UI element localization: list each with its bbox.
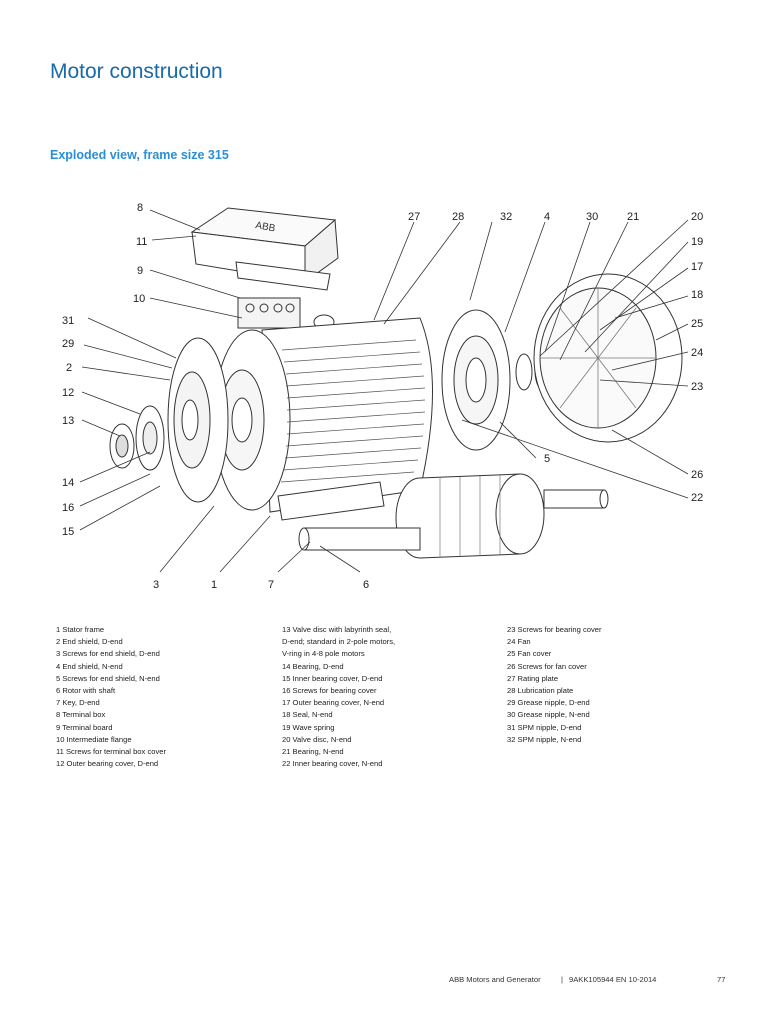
mounting-foot <box>277 481 385 521</box>
callout-23: 23 <box>691 381 703 393</box>
legend-item: 6 Rotor with shaft <box>56 686 116 696</box>
callout-1: 1 <box>211 579 217 591</box>
callout-24: 24 <box>691 347 703 359</box>
callout-5: 5 <box>544 453 550 465</box>
fan-cover <box>533 273 683 443</box>
callout-19: 19 <box>691 236 703 248</box>
callout-13: 13 <box>62 415 74 427</box>
legend-item: 18 Seal, N-end <box>282 710 333 720</box>
legend-item: 2 End shield, D-end <box>56 637 123 647</box>
end-shield-n-end <box>441 309 511 451</box>
page-title: Motor construction <box>50 60 223 83</box>
callout-26: 26 <box>691 469 703 481</box>
legend-item: V-ring in 4-8 pole motors <box>282 649 365 659</box>
callout-8: 8 <box>137 202 143 214</box>
legend-item: 17 Outer bearing cover, N-end <box>282 698 385 708</box>
legend-item: 8 Terminal box <box>56 710 106 720</box>
callout-labels: 8 11 9 10 31 29 2 12 13 14 16 15 3 1 7 6… <box>62 202 703 591</box>
legend-item: 27 Rating plate <box>507 673 559 683</box>
callout-18: 18 <box>691 289 703 301</box>
legend-item: 30 Grease nipple, N-end <box>507 710 590 720</box>
cooling-fins <box>280 339 426 483</box>
legend-item: 24 Fan <box>507 637 531 647</box>
legend-item: D-end; standard in 2-pole motors, <box>282 637 396 647</box>
callout-17: 17 <box>691 261 703 273</box>
legend-item: 19 Wave spring <box>282 722 335 732</box>
nameplate-logo: ABB <box>254 220 276 234</box>
legend-item: 21 Bearing, N-end <box>282 747 344 757</box>
legend-item: 23 Screws for bearing cover <box>507 625 602 634</box>
callout-32: 32 <box>500 211 512 223</box>
terminal-box: ABB <box>190 207 339 291</box>
callout-16: 16 <box>62 502 74 514</box>
legend-column-2: 13 Valve disc with labyrinth seal, D-end… <box>282 624 395 770</box>
callout-22: 22 <box>691 492 703 504</box>
footer-doc-code: 9AKK105944 EN 10-2014 <box>569 975 657 984</box>
terminal-board <box>237 297 335 330</box>
legend-item: 29 Grease nipple, D-end <box>507 698 590 708</box>
footer-doc-title: ABB Motors and Generator <box>449 975 541 984</box>
legend-item: 9 Terminal board <box>56 722 113 732</box>
callout-12: 12 <box>62 387 74 399</box>
callout-20: 20 <box>691 211 703 223</box>
legend-item: 16 Screws for bearing cover <box>282 686 377 696</box>
leader-lines <box>79 209 689 573</box>
legend-item: 20 Valve disc, N-end <box>282 734 352 744</box>
figure-subtitle: Exploded view, frame size 315 <box>50 148 229 162</box>
legend-item: 32 SPM nipple, N-end <box>507 734 582 744</box>
bearing-cover-d-end <box>109 405 165 471</box>
callout-15: 15 <box>62 526 74 538</box>
legend-item: 5 Screws for end shield, N-end <box>56 673 160 683</box>
legend-item: 28 Lubrication plate <box>507 686 574 696</box>
callout-11: 11 <box>136 236 147 248</box>
callout-9: 9 <box>137 265 143 277</box>
page-number: 77 <box>717 975 726 984</box>
legend-item: 4 End shield, N-end <box>56 661 123 671</box>
callout-30: 30 <box>586 211 598 223</box>
footer-separator: | <box>561 975 563 984</box>
legend-item: 22 Inner bearing cover, N-end <box>282 759 383 769</box>
callout-2: 2 <box>66 362 72 374</box>
legend-item: 15 Inner bearing cover, D-end <box>282 673 383 683</box>
end-shield-d-end <box>167 337 229 503</box>
callout-28: 28 <box>452 211 464 223</box>
callout-14: 14 <box>62 477 74 489</box>
legend-item: 7 Key, D-end <box>56 698 100 708</box>
legend-item: 31 SPM nipple, D-end <box>507 722 582 732</box>
callout-6: 6 <box>363 579 369 591</box>
legend-item: 3 Screws for end shield, D-end <box>56 649 160 659</box>
exploded-view-figure: ABB <box>0 190 768 600</box>
callout-21: 21 <box>627 211 639 223</box>
legend-item: 26 Screws for fan cover <box>507 661 587 671</box>
rotor-with-shaft <box>298 473 609 559</box>
callout-4: 4 <box>544 211 550 223</box>
legend-item: 1 Stator frame <box>56 625 105 634</box>
legend-item: 25 Fan cover <box>507 649 552 659</box>
callout-10: 10 <box>133 293 145 305</box>
legend-item: 12 Outer bearing cover, D-end <box>56 759 159 769</box>
legend-column-1: 1 Stator frame 2 End shield, D-end 3 Scr… <box>56 624 166 770</box>
legend-item: 11 Screws for terminal box cover <box>56 747 167 757</box>
legend-item: 10 Intermediate flange <box>56 734 132 744</box>
callout-3: 3 <box>153 579 159 591</box>
callout-31: 31 <box>62 315 74 327</box>
legend-column-3: 23 Screws for bearing cover 24 Fan 25 Fa… <box>507 624 602 746</box>
callout-27: 27 <box>408 211 420 223</box>
legend-item: 14 Bearing, D-end <box>282 661 344 671</box>
legend-item: 13 Valve disc with labyrinth seal, <box>282 625 392 634</box>
callout-25: 25 <box>691 318 703 330</box>
callout-29: 29 <box>62 338 74 350</box>
callout-7: 7 <box>268 579 274 591</box>
exploded-view-drawing: ABB <box>62 202 703 591</box>
